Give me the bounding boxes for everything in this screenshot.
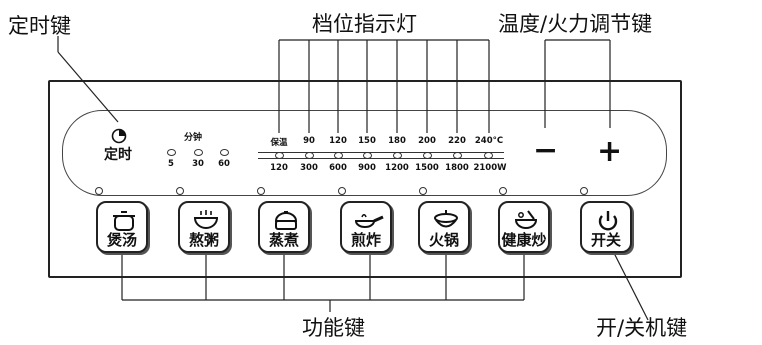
timer-key-callout: 定时键 (8, 14, 71, 38)
steamer-icon (274, 211, 298, 230)
level-led (305, 152, 314, 159)
function-led (499, 187, 507, 195)
timer-clock-icon (111, 128, 127, 144)
pot-icon (113, 211, 135, 231)
temp-power-key-callout: 温度/火力调节键 (498, 12, 653, 36)
function-led (257, 187, 265, 195)
temp-label: 90 (303, 136, 315, 146)
timer-option-label: 60 (218, 159, 230, 169)
soup-button[interactable]: 煲汤 (96, 201, 148, 253)
bowl-icon (193, 210, 219, 229)
power-label: 1800 (445, 163, 469, 173)
display-window-outline (62, 110, 667, 196)
level-led (275, 152, 284, 159)
temp-label: 200 (418, 136, 436, 146)
power-label: 600 (329, 163, 347, 173)
power-icon (598, 211, 618, 231)
power-label: 120 (270, 163, 288, 173)
temp-label: 保温 (270, 138, 288, 148)
increase-button[interactable]: + (597, 134, 623, 169)
fry-button[interactable]: 煎炸 (340, 201, 392, 253)
stir-fry-button[interactable]: 健康炒 (498, 201, 550, 253)
temp-label: 220 (448, 136, 466, 146)
timer-option-label: 5 (168, 159, 174, 169)
timer-led-60 (220, 149, 229, 156)
timer-led-5 (167, 149, 176, 156)
timer-unit-label: 分钟 (184, 133, 203, 143)
indicator-bar-top-rule (258, 152, 504, 153)
soup-label: 煲汤 (106, 231, 137, 249)
indicator-bar-bottom-rule (258, 158, 504, 159)
power-key-callout: 开/关机键 (596, 316, 688, 340)
power-led (580, 187, 588, 195)
level-led (484, 152, 493, 159)
hotpot-icon (434, 210, 458, 228)
function-key-callout: 功能键 (302, 316, 365, 340)
porridge-label: 熬粥 (188, 231, 219, 249)
level-led (334, 152, 343, 159)
function-led (338, 187, 346, 195)
function-led (176, 187, 184, 195)
power-label: 1200 (385, 163, 409, 173)
power-label: 1500 (415, 163, 439, 173)
steam-label: 蒸煮 (268, 231, 299, 249)
porridge-button[interactable]: 熬粥 (178, 201, 230, 253)
power-label: 900 (358, 163, 376, 173)
timer-option-label: 30 (192, 159, 204, 169)
hotpot-label: 火锅 (428, 231, 459, 249)
temp-label: 240°C (474, 136, 504, 146)
stir-fry-label: 健康炒 (501, 231, 547, 249)
temp-label: 150 (358, 136, 376, 146)
wok-stir-icon (514, 210, 538, 229)
function-led (419, 187, 427, 195)
power-label: 2100W (473, 163, 507, 173)
power-label-text: 开关 (590, 231, 621, 249)
temp-label: 120 (329, 136, 347, 146)
hotpot-button[interactable]: 火锅 (418, 201, 470, 253)
function-led (95, 187, 103, 195)
decrease-button[interactable]: − (533, 133, 559, 168)
temp-label: 180 (388, 136, 406, 146)
level-indicator-callout: 档位指示灯 (312, 12, 417, 36)
frying-pan-icon (354, 214, 384, 228)
timer-button[interactable]: 定时 (104, 147, 132, 163)
steam-button[interactable]: 蒸煮 (258, 201, 310, 253)
fry-label: 煎炸 (350, 231, 381, 249)
power-button[interactable]: 开关 (580, 201, 632, 253)
level-led (363, 152, 372, 159)
level-led (393, 152, 402, 159)
power-label: 300 (300, 163, 318, 173)
level-led (453, 152, 462, 159)
timer-led-30 (194, 149, 203, 156)
level-led (423, 152, 432, 159)
